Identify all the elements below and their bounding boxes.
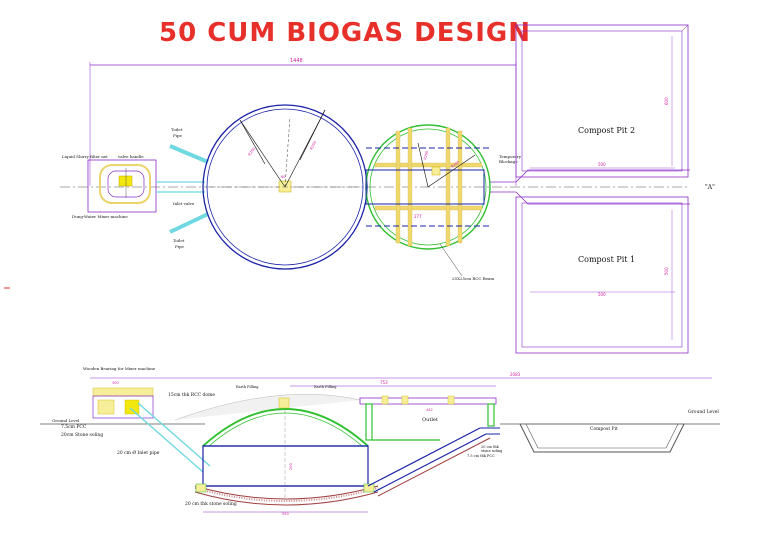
digester-plan: R250 R250 60	[202, 104, 368, 270]
temp-blockage-label-2: Blockage	[499, 159, 518, 164]
stone-soling-section	[194, 483, 379, 506]
pcc-right-label: 7.5 cm thk PCC	[467, 454, 495, 458]
outlet-label: Outlet	[422, 417, 438, 423]
section-overall-dim: 2083	[510, 372, 521, 377]
temp-blockage-label-1: Temporary	[499, 154, 522, 159]
dome-section	[202, 397, 369, 447]
inlet-pipe-label: 20 cm Ø Inlet pipe	[117, 449, 160, 456]
channel-plan	[490, 169, 690, 205]
inlet-valve-label: Inlet valve	[173, 201, 195, 206]
mixer-machine	[87, 159, 157, 213]
pit1-height-dim: 500	[664, 267, 669, 275]
compost-pit-1	[515, 196, 689, 354]
diagram-title: 50 CUM BIOGAS DESIGN	[158, 18, 532, 48]
liquid-slurry-label: Liquid Slurry filter net	[62, 154, 108, 159]
toilet-pipe-top-label-1: Toilet	[171, 127, 183, 132]
base-dim: 550	[282, 512, 289, 516]
radius-label-4: R200	[450, 160, 460, 169]
ground-level-right: Ground Level	[688, 409, 719, 415]
mixer-top-dim: 300	[112, 381, 119, 385]
height-dim: 200	[289, 463, 293, 470]
radius-label-3: R200	[423, 150, 429, 160]
compost-pit-section	[519, 423, 685, 453]
outlet-width-dim: 277	[414, 214, 422, 219]
pit2-height-dim: 600	[664, 97, 669, 105]
outlet-slope-section	[367, 427, 500, 497]
outlet-chamber-plan: R200 R200 277	[365, 124, 491, 250]
toilet-pipe-top-label-2: Pipe	[173, 133, 183, 138]
compost-pit-section-label: Compost Pit	[590, 426, 618, 432]
section-marker: "A"	[705, 184, 715, 191]
wooden-bearing-label: Wooden Bearing for Mixer machine	[83, 366, 156, 371]
compost-pit-1-label: Compost Pit 1	[578, 255, 635, 264]
stone-soling-right-2: stone soling	[481, 449, 503, 453]
outlet-inner-dim: 442	[426, 408, 433, 412]
mixer-section: 300	[92, 381, 154, 419]
inlet-small-dim: 60	[281, 175, 285, 179]
inlet-pipe-plan	[156, 181, 205, 193]
valve-handle-label: valve handle	[117, 154, 144, 159]
section-view: 2083 753 Ground Level Ground Level 300 W…	[40, 366, 720, 516]
compost-pit-2-label: Compost Pit 2	[578, 126, 635, 135]
earth-filling-mound	[174, 394, 361, 421]
section-outlet-span-dim: 753	[380, 380, 388, 385]
radius-label-2: R250	[309, 141, 317, 151]
digester-section: 200	[202, 410, 369, 500]
stone-soling-label: 20cm Stone soling	[61, 432, 103, 438]
plan-view: 1448 Liquid Slurry filter net valve hand…	[60, 24, 715, 354]
outlet-section: 442	[359, 395, 497, 441]
pcc-label: 7.5cm PCC	[61, 424, 87, 430]
toilet-pipe-bottom	[169, 212, 209, 234]
stone-soling-right-1: 20 cm thk	[481, 445, 500, 449]
toilet-pipe-top	[169, 144, 209, 164]
rcc-dome-label: 15cm thk RCC dome	[168, 392, 215, 398]
ground-level-left: Ground Level	[52, 418, 80, 423]
pit1-width-dim: 500	[598, 292, 606, 297]
mixer-label: Dung-Water Mixer machine	[72, 214, 128, 219]
rcc-beam-label: 25X25cm RCC Beam	[452, 276, 494, 281]
toilet-pipe-bottom-label-1: Toilet	[173, 238, 185, 243]
radius-label-1: R250	[248, 147, 257, 157]
overall-dim-label: 1448	[290, 58, 303, 64]
pit2-width-dim: 500	[598, 162, 606, 167]
earth-filling-2: Earth Filling	[314, 385, 337, 389]
stone-soling-bottom-label: 20 cm thk stone soling	[185, 501, 237, 507]
inlet-pipe-section	[129, 402, 211, 473]
toilet-pipe-bottom-label-2: Pipe	[175, 244, 185, 249]
earth-filling-1: Earth Filling	[236, 385, 259, 389]
compost-pit-2	[515, 24, 689, 178]
